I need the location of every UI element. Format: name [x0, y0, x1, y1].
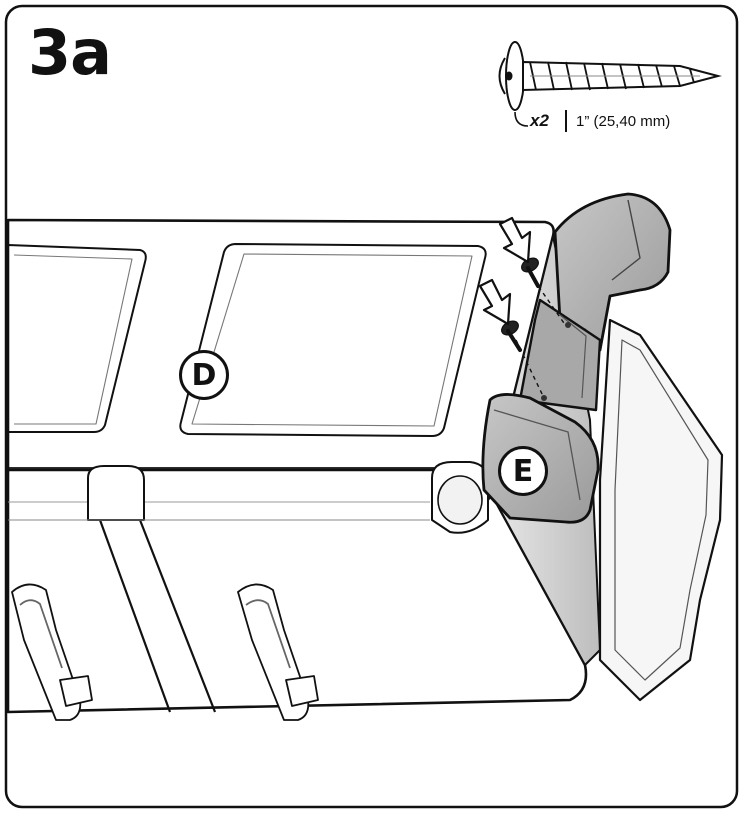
hardware-divider	[565, 110, 567, 132]
part-label-e: E	[498, 446, 548, 496]
front-clip-left	[11, 583, 93, 721]
hardware-size: 1” (25,40 mm)	[576, 113, 671, 130]
step-number: 3a	[28, 16, 112, 89]
part-d-body	[6, 218, 724, 721]
front-clip-right	[237, 583, 319, 721]
screw-icon	[498, 41, 722, 111]
part-label-d: D	[179, 350, 229, 400]
hardware-quantity: x2	[530, 111, 549, 130]
part-label-d-text: D	[191, 357, 217, 393]
part-label-e-text: E	[512, 453, 534, 489]
arrow-icon	[498, 216, 532, 264]
panel-border	[4, 4, 739, 809]
arrow-icon	[478, 278, 512, 326]
callout-bracket	[514, 111, 529, 127]
screw-lower	[501, 320, 522, 352]
